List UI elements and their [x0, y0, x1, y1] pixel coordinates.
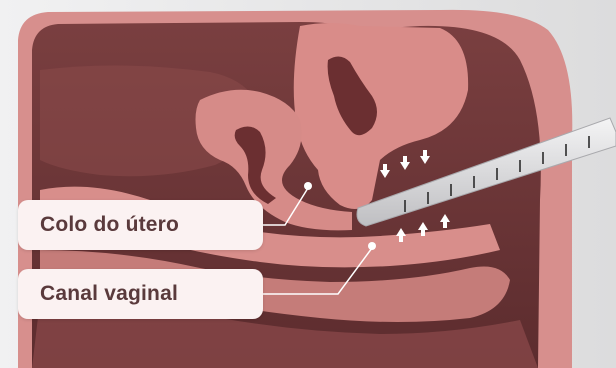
- label-vaginal-canal-text: Canal vaginal: [40, 282, 178, 306]
- pointer-dot-vaginal: [368, 242, 376, 250]
- label-cervix-text: Colo do útero: [40, 213, 179, 237]
- label-vaginal-canal: Canal vaginal: [18, 269, 263, 319]
- pointer-dot-cervix: [304, 182, 312, 190]
- label-cervix: Colo do útero: [18, 200, 263, 250]
